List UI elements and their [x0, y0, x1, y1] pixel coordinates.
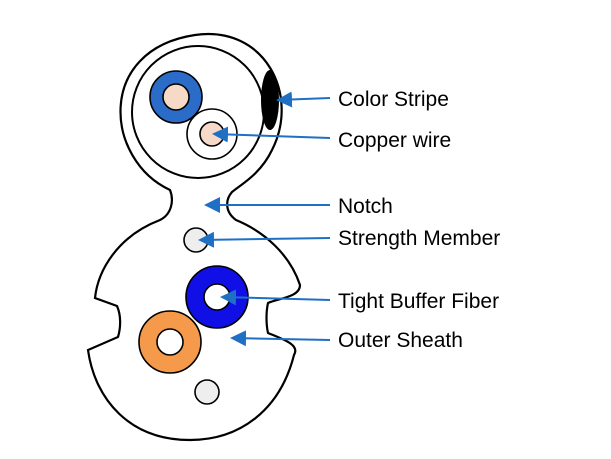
- color-stripe: [261, 70, 279, 130]
- arrow-tight-buffer-fiber: [220, 289, 331, 306]
- strength-member-bottom: [194, 379, 220, 405]
- label-notch: Notch: [338, 195, 393, 218]
- arrow-strength-member: [198, 231, 331, 248]
- arrow-outer-sheath: [230, 330, 331, 347]
- orange-fiber-core: [156, 328, 184, 356]
- label-strength-member: Strength Member: [338, 227, 500, 250]
- arrow-color-stripe: [276, 91, 331, 108]
- label-tight-buffer-fiber: Tight Buffer Fiber: [338, 290, 499, 313]
- label-copper-wire: Copper wire: [338, 129, 451, 152]
- label-outer-sheath: Outer Sheath: [338, 329, 463, 352]
- arrow-copper-wire: [212, 126, 331, 143]
- copper-wire-core: [162, 83, 190, 111]
- label-color-stripe: Color Stripe: [338, 88, 449, 111]
